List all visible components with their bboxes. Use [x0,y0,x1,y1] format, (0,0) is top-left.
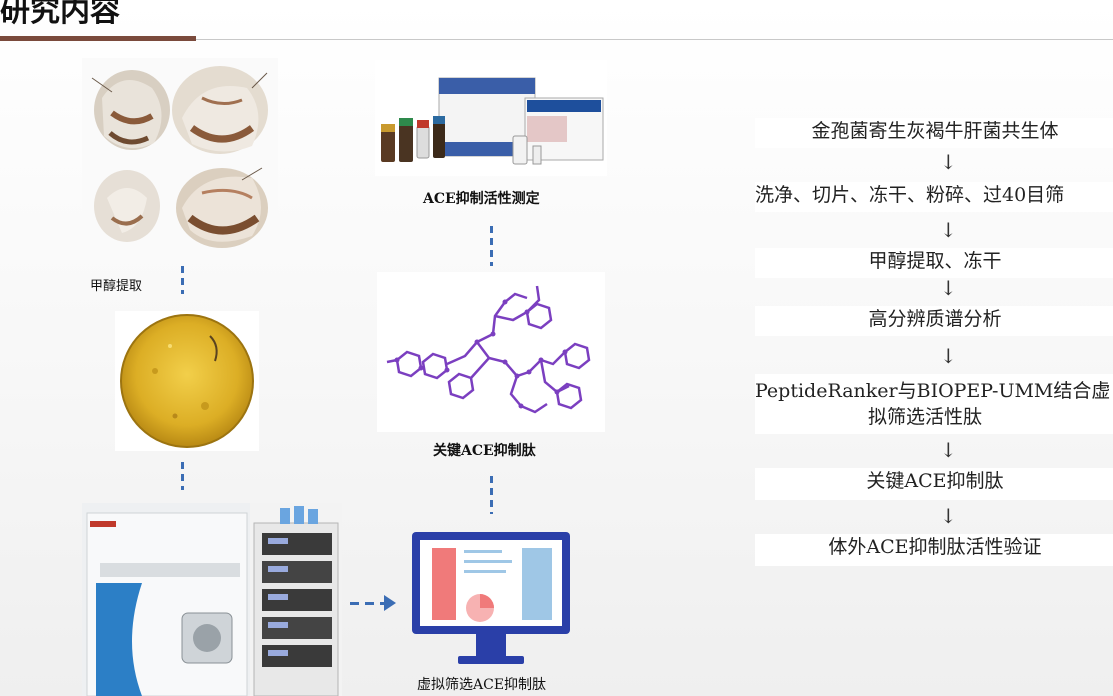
flow-step-5: PeptideRanker与BIOPEP-UMM结合虚 拟筛选活性肽 [755,374,1113,434]
flow-arrow-icon: ↓ [940,344,957,368]
flow-step-1: 金孢菌寄生灰褐牛肝菌共生体 [755,118,1113,148]
molecule-icon [377,272,605,432]
flow-arrow-icon: ↓ [940,438,957,462]
flow-arrow-icon: ↓ [940,150,957,174]
flow-step-6: 关键ACE抑制肽 [755,468,1113,500]
flow-step-3: 甲醇提取、冻干 [755,248,1113,278]
ace-assay-kit-photo [375,60,607,176]
powder-photo [115,311,259,451]
key-peptide-label: 关键ACE抑制肽 [433,443,536,459]
methanol-extraction-label: 甲醇提取 [90,279,143,294]
flow-arrow-icon: ↓ [940,276,957,300]
mushroom-photo [82,58,278,258]
mass-spectrometer-photo [82,503,342,696]
flow-step-5-line-2: 拟筛选活性肽 [867,406,982,428]
monitor-icon [410,530,572,670]
flow-step-5-line-1: PeptideRanker与BIOPEP-UMM结合虚 [755,380,1111,402]
page-title: 研究内容 [0,0,120,29]
flow-step-4: 高分辨质谱分析 [755,306,1113,336]
virtual-screening-label: 虚拟筛选ACE抑制肽 [417,677,547,693]
flow-arrow-icon: ↓ [940,218,957,242]
flow-step-2: 洗净、切片、冻干、粉碎、过40目筛 [755,182,1113,212]
title-divider [196,39,1113,40]
flow-step-7: 体外ACE抑制肽活性验证 [755,534,1113,566]
ace-assay-label: ACE抑制活性测定 [423,191,540,207]
flow-arrow-icon: ↓ [940,504,957,528]
title-accent-bar [0,36,196,41]
